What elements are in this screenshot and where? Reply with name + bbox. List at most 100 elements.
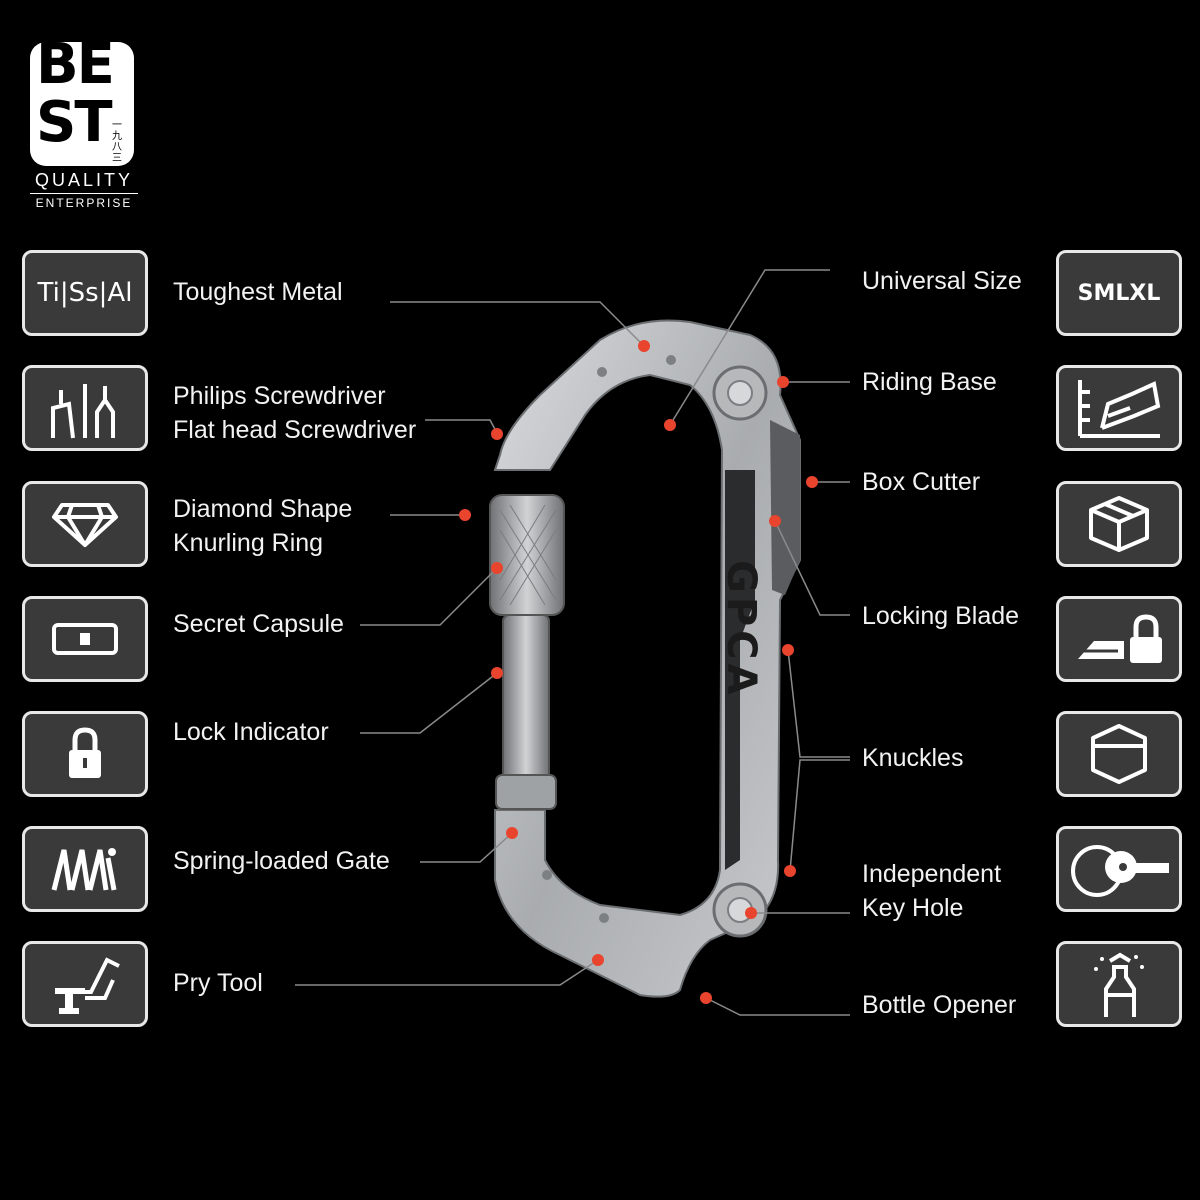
- label-knurling-ring: Diamond Shape Knurling Ring: [173, 492, 352, 560]
- label-line: Philips Screwdriver: [173, 382, 386, 410]
- frame-rivet: [599, 913, 609, 923]
- logo-mark: BE ST 一 九 八 三: [30, 36, 134, 166]
- label-line: Flat head Screwdriver: [173, 416, 417, 444]
- label-lock-indicator: Lock Indicator: [173, 715, 329, 749]
- label-line: Secret Capsule: [173, 610, 344, 638]
- top-pivot-screw: [727, 380, 753, 406]
- diamond-icon-glyph: [52, 503, 118, 547]
- logo-mark-line2: ST: [36, 90, 113, 155]
- logo-divider: [30, 193, 138, 194]
- diamond-icon: [22, 481, 148, 567]
- label-box-cutter: Box Cutter: [862, 465, 980, 499]
- label-toughest-metal: Toughest Metal: [173, 275, 343, 309]
- logo-cjk-char: 九: [112, 131, 122, 142]
- callout-lines: [295, 269, 850, 1016]
- logo-mark-text: BE ST: [36, 32, 115, 155]
- marker-knuckles-top: [782, 644, 794, 656]
- label-universal-size: Universal Size: [862, 264, 1022, 298]
- marker-key-hole: [745, 907, 757, 919]
- pry-tool-icon-glyph: [55, 957, 120, 1014]
- tissal-icon: Ti|Ss|Al: [22, 250, 148, 336]
- spring-icon: [22, 826, 148, 912]
- logo-cjk-text: 一 九 八 三: [108, 120, 126, 164]
- pry-tool-icon: [22, 941, 148, 1027]
- capsule-icon: [22, 596, 148, 682]
- blade-lock-icon-glyph: [1078, 614, 1162, 663]
- marker-knuckles-bottom: [784, 865, 796, 877]
- label-line: Key Hole: [862, 894, 964, 922]
- key-hole-icon: [1056, 826, 1182, 912]
- label-locking-blade: Locking Blade: [862, 599, 1019, 633]
- marker-locking-blade: [769, 515, 781, 527]
- brand-logo: BE ST 一 九 八 三 QUALITY ENTERPRISE: [30, 36, 138, 210]
- marker-lock-indicator: [491, 667, 503, 679]
- frame-slot: [725, 470, 755, 870]
- riding-base-icon: [1056, 365, 1182, 451]
- size-icon: SMLXL: [1056, 250, 1182, 336]
- blade-lock-icon: [1056, 596, 1182, 682]
- label-spring-gate: Spring-loaded Gate: [173, 844, 390, 878]
- label-key-hole: Independent Key Hole: [862, 857, 1001, 925]
- label-bottle-opener: Bottle Opener: [862, 988, 1016, 1022]
- label-knuckles: Knuckles: [862, 741, 963, 775]
- label-line: Bottle Opener: [862, 991, 1017, 1019]
- label-screwdriver: Philips Screwdriver Flat head Screwdrive…: [173, 379, 416, 447]
- bottle-opener-icon: [1056, 941, 1182, 1027]
- marker-box-cutter: [806, 476, 818, 488]
- tissal-icon-text: Ti|Ss|Al: [37, 278, 133, 308]
- label-pry-tool: Pry Tool: [173, 966, 263, 1000]
- knurling-ring: [489, 494, 565, 616]
- key-hole-icon-glyph: [1071, 845, 1169, 897]
- capsule-icon-glyph: [52, 623, 118, 655]
- logo-cjk-char: 三: [112, 153, 122, 164]
- box-cutter-slot: [770, 420, 800, 595]
- box-icon-glyph: [1089, 496, 1149, 552]
- label-line: Knuckles: [862, 744, 964, 772]
- label-line: Independent: [862, 860, 1002, 888]
- callout-markers: [459, 340, 818, 1004]
- box-icon: [1056, 481, 1182, 567]
- frame-rivet: [542, 870, 552, 880]
- label-riding-base: Riding Base: [862, 365, 997, 399]
- label-line: Box Cutter: [862, 468, 981, 496]
- logo-mark-line1: BE: [36, 32, 115, 97]
- label-line: Diamond Shape: [173, 495, 353, 523]
- label-line: Universal Size: [862, 267, 1022, 295]
- gate-collar: [495, 774, 557, 810]
- label-line: Locking Blade: [862, 602, 1020, 630]
- logo-cjk-char: 一: [112, 120, 122, 131]
- knuckles-icon-glyph: [1091, 724, 1147, 784]
- marker-riding-base: [777, 376, 789, 388]
- marker-universal-size: [664, 419, 676, 431]
- label-secret-capsule: Secret Capsule: [173, 607, 344, 641]
- screwdriver-icon: [22, 365, 148, 451]
- marker-secret-capsule: [491, 562, 503, 574]
- riding-base-icon-glyph: [1078, 380, 1161, 438]
- label-line: Lock Indicator: [173, 718, 329, 746]
- knuckles-icon: [1056, 711, 1182, 797]
- frame-rivet: [597, 367, 607, 377]
- marker-spring-gate: [506, 827, 518, 839]
- size-icon-text: SMLXL: [1077, 280, 1161, 306]
- marker-screwdriver: [491, 428, 503, 440]
- marker-knurling-ring: [459, 509, 471, 521]
- spring-icon-glyph: [51, 848, 117, 891]
- padlock-icon-glyph: [69, 727, 101, 778]
- padlock-icon: [22, 711, 148, 797]
- bottle-opener-icon-glyph: [1094, 952, 1144, 1017]
- knurl-pattern: [499, 504, 557, 606]
- label-line: Riding Base: [862, 368, 997, 396]
- brand-mark: GPCA: [718, 560, 764, 698]
- marker-pry-tool: [592, 954, 604, 966]
- logo-cjk-char: 八: [112, 142, 122, 153]
- logo-enterprise: ENTERPRISE: [35, 196, 133, 210]
- marker-toughest-metal: [638, 340, 650, 352]
- screwdriver-icon-glyph: [51, 384, 115, 439]
- label-line: Knurling Ring: [173, 529, 324, 557]
- logo-quality: QUALITY: [34, 170, 134, 190]
- frame-rivet: [666, 355, 676, 365]
- label-line: Spring-loaded Gate: [173, 847, 390, 875]
- label-line: Pry Tool: [173, 969, 263, 997]
- label-line: Toughest Metal: [173, 278, 343, 306]
